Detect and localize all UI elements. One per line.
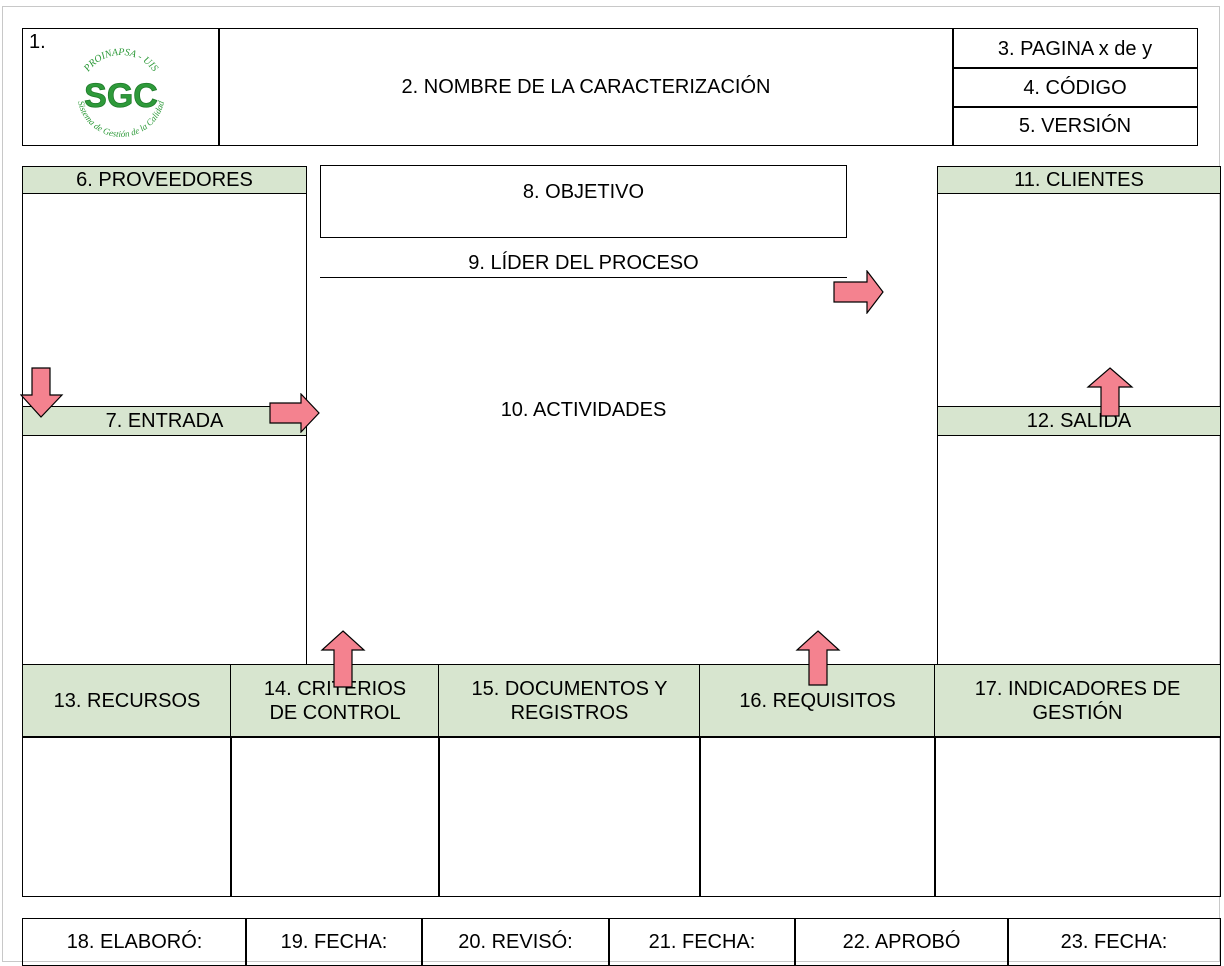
entrada-label: 7. ENTRADA [105,410,224,432]
documentos-registros-body [438,736,701,897]
actividades-area: 10. ACTIVIDADES [320,395,847,425]
version-label: 5. VERSIÓN [1018,115,1132,137]
reviso-label: 20. REVISÓ: [458,931,573,953]
recursos-label: 13. RECURSOS [53,690,201,712]
fecha-aprobo-cell: 23. FECHA: [1007,918,1221,966]
fecha-aprobo-label: 23. FECHA: [1060,931,1168,953]
actividades-label: 10. ACTIVIDADES [500,399,667,421]
arrow-up-icon [320,630,366,688]
reviso-cell: 20. REVISÓ: [421,918,610,966]
sgc-logo: PROINAPSA - UIS Sistema de Gestión de la… [76,47,166,139]
fecha-elaboro-cell: 19. FECHA: [245,918,423,966]
lider-label: 9. LÍDER DEL PROCESO [468,251,699,274]
documentos-registros-header: 15. DOCUMENTOS Y REGISTROS [438,664,701,738]
codigo-label: 4. CÓDIGO [1023,76,1127,99]
indicadores-gestion-header: 17. INDICADORES DE GESTIÓN [934,664,1221,738]
lider-proceso: 9. LÍDER DEL PROCESO [320,248,847,278]
pagina-cell: 3. PAGINA x de y [952,28,1198,69]
fecha-elaboro-label: 19. FECHA: [280,931,388,953]
elaboro-label: 18. ELABORÓ: [66,931,203,953]
svg-text:SGC: SGC [84,77,158,115]
indicadores-gestion-body [934,736,1221,897]
logo-cell: 1. PROINAPSA - UIS Sistema de Gestión de… [22,28,220,146]
page-frame [2,6,1220,962]
arrow-up-icon [1086,367,1134,417]
entrada-header: 7. ENTRADA [22,406,307,436]
characterization-title: 2. NOMBRE DE LA CARACTERIZACIÓN [401,76,771,98]
salida-header: 12. SALIDA [937,406,1221,436]
proveedores-label: 6. PROVEEDORES [76,169,253,191]
fecha-reviso-label: 21. FECHA: [648,931,756,953]
fecha-reviso-cell: 21. FECHA: [608,918,796,966]
aprobo-label: 22. APROBÓ [842,931,961,953]
svg-text:PROINAPSA - UIS: PROINAPSA - UIS [81,47,160,75]
clientes-header: 11. CLIENTES [937,166,1221,194]
arrow-right-icon [269,393,320,433]
proveedores-header: 6. PROVEEDORES [22,166,307,194]
recursos-header: 13. RECURSOS [22,664,232,738]
requisitos-label: 16. REQUISITOS [739,690,896,712]
recursos-body [22,736,232,897]
requisitos-body [699,736,936,897]
arrow-up-icon [795,630,841,686]
codigo-cell: 4. CÓDIGO [952,67,1198,108]
criterios-control-label: 14. CRITERIOS DE CONTROL [263,678,407,724]
objetivo-label: 8. OBJETIVO [522,181,645,203]
objetivo-box: 8. OBJETIVO [320,165,847,238]
version-cell: 5. VERSIÓN [952,106,1198,146]
pagina-label: 3. PAGINA x de y [997,37,1153,60]
indicadores-gestion-label: 17. INDICADORES DE GESTIÓN [974,678,1181,724]
criterios-control-body [230,736,440,897]
documentos-registros-label: 15. DOCUMENTOS Y REGISTROS [471,678,668,724]
characterization-title-cell: 2. NOMBRE DE LA CARACTERIZACIÓN [218,28,954,146]
clientes-label: 11. CLIENTES [1014,169,1144,191]
arrow-down-icon [20,367,64,418]
arrow-right-icon [833,270,884,314]
logo-number: 1. [29,31,46,53]
aprobo-cell: 22. APROBÓ [794,918,1009,966]
elaboro-cell: 18. ELABORÓ: [22,918,247,966]
